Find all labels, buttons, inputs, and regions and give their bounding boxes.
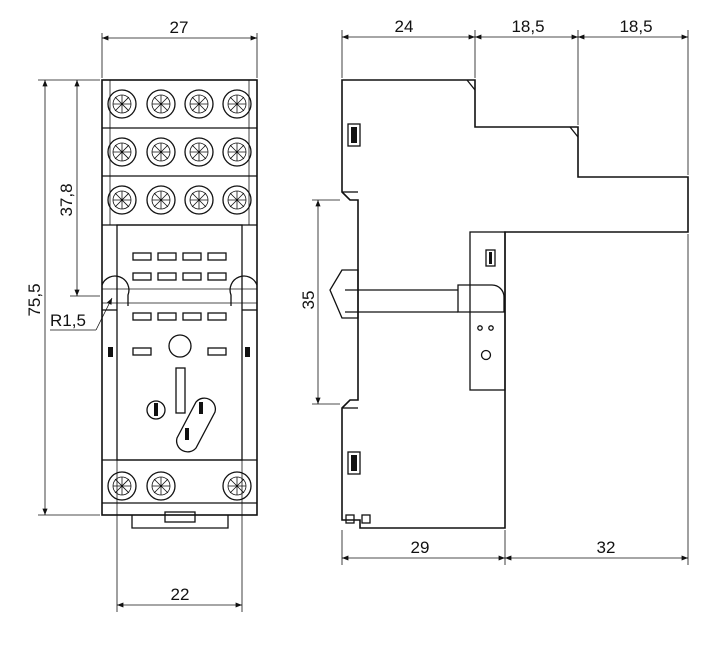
dim-total-height: 75,5	[25, 283, 44, 316]
screw-icon	[184, 89, 214, 119]
screw-icon	[107, 185, 137, 215]
dim-side-bottom-left: 29	[411, 538, 430, 557]
rail-notch-left	[101, 275, 130, 306]
screw-icon	[146, 137, 176, 167]
side-dimensions: 24 18,5 18,5 35 29 32	[299, 17, 689, 565]
screw-icon	[146, 471, 176, 501]
screw-icon	[146, 185, 176, 215]
screw-icon	[107, 137, 137, 167]
screw-icon	[222, 471, 252, 501]
center-hole	[168, 334, 192, 358]
dim-rail-height: 37,8	[57, 183, 76, 216]
screw-icon	[107, 471, 137, 501]
dim-socket-width: 22	[171, 585, 190, 604]
screw-icon	[222, 185, 252, 215]
front-body-outline	[101, 79, 258, 516]
screw-icon	[222, 137, 252, 167]
rail-hook-left	[329, 269, 359, 319]
dim-side-depth-1: 24	[395, 17, 414, 36]
release-clip-side	[469, 231, 506, 391]
screw-icon	[184, 137, 214, 167]
side-view	[329, 79, 689, 529]
screw-icon	[184, 185, 214, 215]
dim-front-width: 27	[170, 18, 189, 37]
rail-notch-right	[229, 275, 258, 306]
contact-slots	[132, 252, 227, 356]
dim-radius: R1,5	[50, 311, 86, 330]
dim-side-depth-3: 18,5	[619, 17, 652, 36]
screw-icon	[222, 89, 252, 119]
front-view	[101, 79, 258, 529]
dim-rail-width: 35	[299, 291, 318, 310]
coil-slot	[175, 397, 217, 453]
side-body-outline	[341, 79, 689, 529]
screw-icon	[146, 89, 176, 119]
terminal-screws	[107, 89, 252, 501]
dim-side-bottom-right: 32	[597, 538, 616, 557]
dim-side-depth-2: 18,5	[511, 17, 544, 36]
screw-icon	[107, 89, 137, 119]
release-clip	[131, 515, 229, 529]
rail-latch	[457, 284, 505, 313]
front-dimensions: 27 22 75,5 37,8 R1,5	[25, 18, 258, 612]
